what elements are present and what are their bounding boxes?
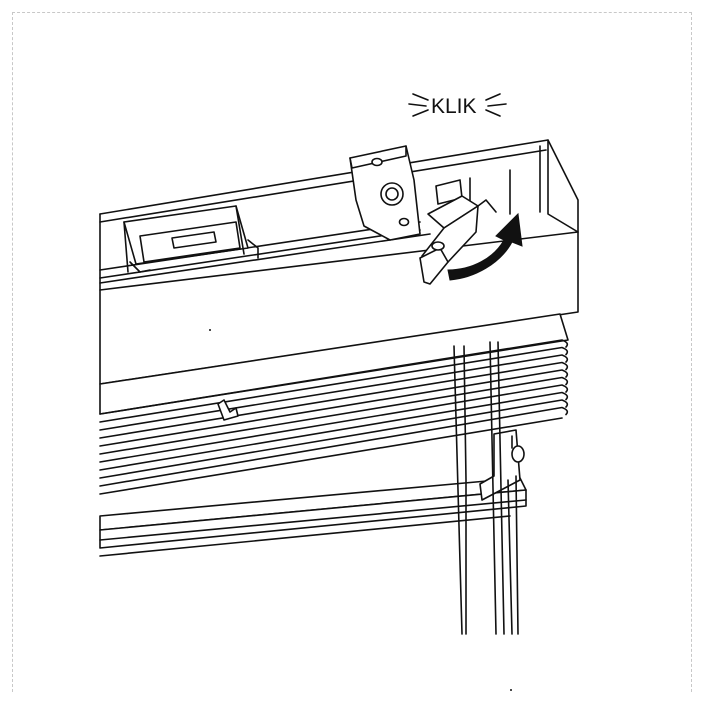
mechanism-tab bbox=[171, 231, 217, 249]
cord-6 bbox=[515, 475, 519, 635]
stray-mark-2 bbox=[510, 689, 512, 691]
headrail-endcap bbox=[547, 139, 579, 233]
bracket-latch bbox=[419, 195, 497, 285]
latch-hinge bbox=[477, 199, 497, 213]
sound-line-l2 bbox=[408, 103, 427, 107]
bottom-rail-shadow bbox=[99, 515, 511, 557]
mechanism-foot bbox=[129, 261, 151, 273]
stray-mark bbox=[209, 329, 211, 331]
headrail-back-edge bbox=[99, 139, 579, 233]
sound-line-r1 bbox=[485, 93, 501, 101]
bracket-center-hole bbox=[380, 182, 404, 206]
slat-edge bbox=[99, 417, 563, 495]
sound-line-r2 bbox=[487, 103, 507, 107]
bottom-rail bbox=[99, 477, 527, 557]
mounting-bracket bbox=[349, 145, 463, 241]
slat-edge bbox=[99, 361, 569, 439]
bracket-center-hole-inner bbox=[385, 187, 399, 201]
cord-4 bbox=[497, 341, 505, 635]
mechanism-foot-2 bbox=[247, 239, 259, 259]
stack-top-slat bbox=[99, 313, 569, 415]
click-sound-icon bbox=[408, 93, 507, 117]
cord-2 bbox=[463, 345, 467, 635]
latch-hole bbox=[431, 241, 445, 251]
sound-line-l1 bbox=[412, 93, 429, 101]
slat-edge bbox=[99, 391, 569, 471]
bottom-rail-front bbox=[99, 489, 527, 549]
mechanism-side-2 bbox=[235, 205, 245, 255]
rotate-arrow-shape bbox=[447, 212, 523, 281]
tilt-mechanism bbox=[123, 205, 259, 273]
channel-line-3 bbox=[99, 233, 431, 284]
slat-edge bbox=[99, 354, 569, 431]
sound-line-r3 bbox=[485, 109, 501, 117]
slat-edge bbox=[99, 399, 569, 479]
illustration-frame bbox=[12, 12, 692, 692]
mechanism-side bbox=[123, 221, 129, 273]
slat-edge bbox=[99, 384, 569, 463]
slat-edge bbox=[99, 406, 569, 487]
headrail-back-inner bbox=[99, 149, 547, 223]
lift-cords bbox=[453, 341, 519, 635]
cord-1 bbox=[453, 345, 463, 635]
slat-edge bbox=[99, 376, 569, 455]
screw-hole-bottom bbox=[398, 217, 410, 227]
slat-edge bbox=[99, 369, 569, 447]
click-callout-label: KLIK bbox=[431, 95, 477, 118]
slat-clip bbox=[217, 399, 239, 421]
wand-holder-ring bbox=[511, 445, 525, 463]
cord-3 bbox=[489, 341, 497, 635]
rotate-arrow-icon bbox=[447, 212, 523, 281]
slat-clip-shape bbox=[217, 399, 239, 421]
bottom-rail-line bbox=[99, 499, 527, 541]
slat-stack bbox=[99, 313, 569, 495]
slat-edge bbox=[99, 346, 569, 423]
channel-line-2 bbox=[99, 229, 421, 279]
screw-hole-top bbox=[371, 157, 383, 167]
sound-line-l3 bbox=[412, 109, 429, 117]
slat-edge bbox=[99, 339, 569, 415]
cord-5 bbox=[507, 479, 513, 635]
